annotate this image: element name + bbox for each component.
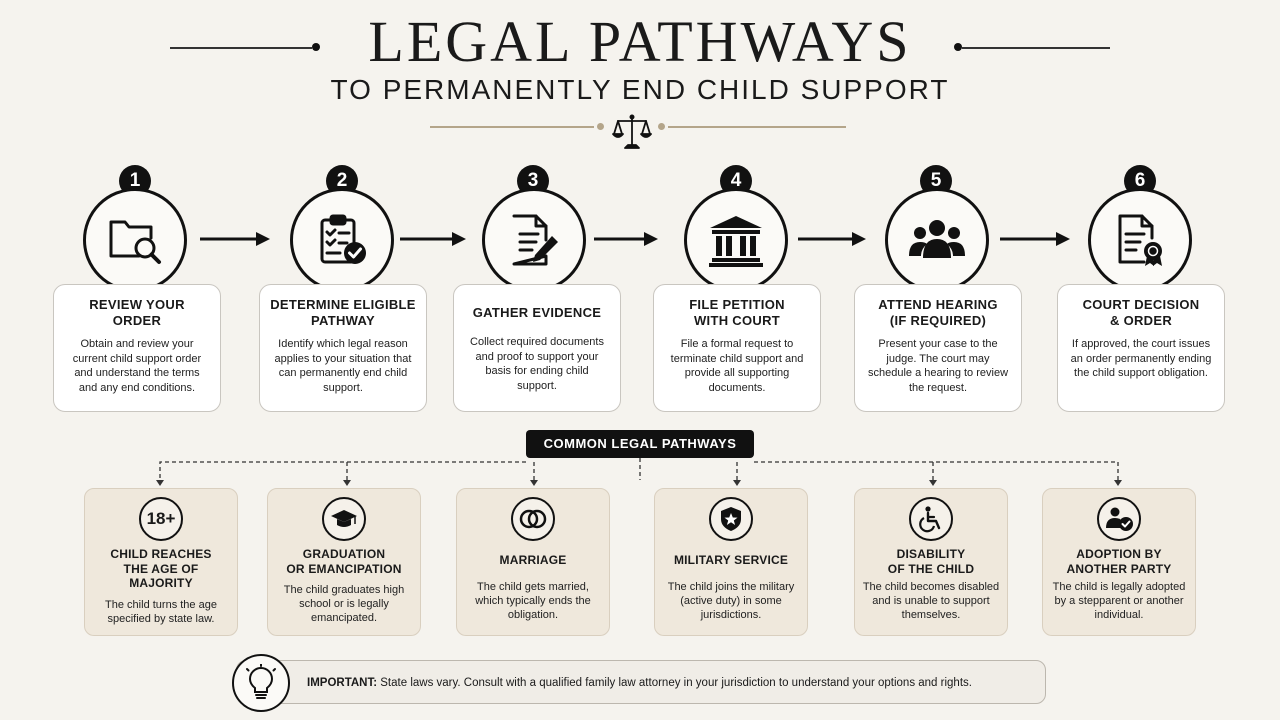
step-1-desc: Obtain and review your current child sup…: [72, 338, 202, 394]
important-text: State laws vary. Consult with a qualifie…: [380, 677, 972, 689]
step-5-circle: [885, 188, 989, 292]
page-subtitle: TO PERMANENTLY END CHILD SUPPORT: [330, 74, 950, 105]
pathway-desc: The child turns the age specified by sta…: [105, 598, 217, 625]
important-note: IMPORTANT: State laws vary. Consult with…: [236, 660, 1046, 704]
pathway-desc: The child is legally adopted by a steppa…: [1052, 581, 1186, 621]
step-6-card: COURT DECISION& ORDER If approved, the c…: [1057, 284, 1225, 412]
rings-icon: [511, 497, 555, 541]
title-dot-right: [954, 43, 962, 51]
divider-dot-right: [658, 123, 665, 130]
step-5-card: ATTEND HEARING(IF REQUIRED) Present your…: [854, 284, 1022, 412]
pathway-desc: The child gets married, which typically …: [475, 580, 591, 621]
pathway-desc: The child graduates high school or is le…: [283, 584, 405, 624]
step-4-circle: [684, 188, 788, 292]
step-arrow-4: [798, 232, 866, 246]
step-arrow-5: [1000, 232, 1070, 246]
step-3-desc: Collect required documents and proof to …: [470, 336, 604, 392]
step-6-title: COURT DECISION& ORDER: [1082, 297, 1200, 328]
divider-right: [668, 126, 846, 128]
title-rule-left: [170, 47, 312, 49]
step-4-desc: File a formal request to terminate child…: [670, 338, 804, 394]
pathway-title: MILITARY SERVICE: [673, 553, 789, 567]
pathway-card-military: MILITARY SERVICE The child joins the mil…: [654, 488, 808, 636]
divider-dot-left: [597, 123, 604, 130]
scales-of-justice-icon: [612, 114, 652, 149]
graduation-cap-icon: [322, 497, 366, 541]
clipboard-check-icon: [320, 214, 366, 264]
step-5-desc: Present your case to the judge. The cour…: [867, 338, 1009, 394]
step-6-circle: [1088, 188, 1192, 292]
title-rule-right: [962, 47, 1110, 49]
step-3-title: GATHER EVIDENCE: [472, 305, 602, 320]
document-pen-icon: [512, 214, 558, 266]
step-arrow-2: [400, 232, 466, 246]
step-3-circle: [482, 188, 586, 292]
folder-search-icon: [109, 220, 161, 264]
pathway-title: MARRIAGE: [499, 553, 567, 567]
step-6-desc: If approved, the court issues an order p…: [1070, 338, 1212, 379]
step-arrow-1: [200, 232, 270, 246]
pathway-card-marriage: MARRIAGE The child gets married, which t…: [456, 488, 610, 636]
step-arrow-3: [594, 232, 658, 246]
step-5-title: ATTEND HEARING(IF REQUIRED): [878, 297, 998, 328]
military-shield-icon: [709, 497, 753, 541]
pathway-connectors: [156, 458, 1122, 486]
step-2-circle: [290, 188, 394, 292]
important-label: IMPORTANT:: [307, 677, 378, 689]
adoption-icon: [1097, 497, 1141, 541]
lightbulb-icon: [232, 654, 290, 712]
divider-left: [430, 126, 594, 128]
page-title: LEGAL PATHWAYS: [368, 9, 912, 74]
pathway-desc: The child joins the military (active dut…: [667, 580, 795, 621]
step-3-card: GATHER EVIDENCE Collect required documen…: [453, 284, 621, 412]
step-1-circle: [83, 188, 187, 292]
wheelchair-icon: [909, 497, 953, 541]
common-pathways-label: COMMON LEGAL PATHWAYS: [526, 430, 754, 458]
title-dot-left: [312, 43, 320, 51]
step-2-desc: Identify which legal reason applies to y…: [274, 338, 412, 394]
group-icon: [909, 220, 965, 258]
pathway-desc: The child becomes disabled and is unable…: [862, 581, 1000, 621]
courthouse-icon: [709, 216, 763, 267]
certificate-icon: [1118, 214, 1162, 266]
age-18-icon: 18+: [139, 497, 183, 541]
